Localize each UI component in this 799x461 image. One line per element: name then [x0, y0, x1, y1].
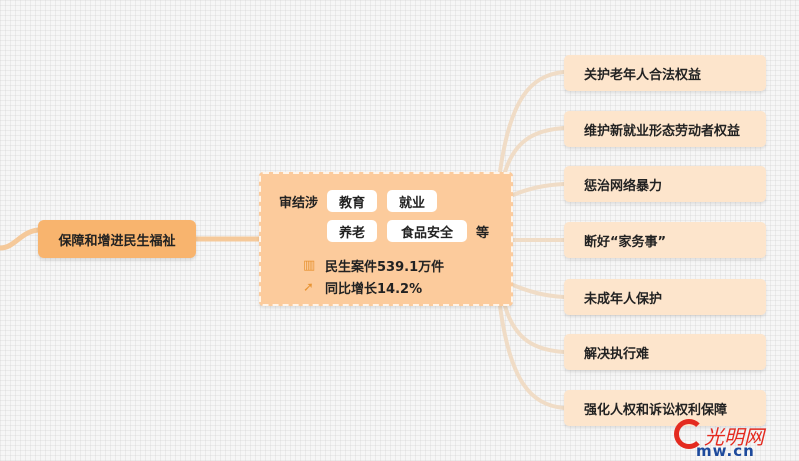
- tag-elderly: 养老: [327, 220, 377, 242]
- center-node[interactable]: 审结涉 教育 就业 养老 食品安全 等 ▥ 民生案件539.1万件 ➚ 同比增长…: [259, 172, 513, 306]
- tag-employment: 就业: [387, 190, 437, 212]
- logo-g-icon: [674, 419, 704, 449]
- books-icon: ▥: [303, 258, 316, 273]
- root-node[interactable]: 保障和增进民生福祉: [38, 220, 196, 258]
- suffix-label: 等: [476, 226, 490, 241]
- prefix-label: 审结涉: [279, 196, 319, 211]
- leaf-elderly-rights[interactable]: 关护老年人合法权益: [564, 55, 766, 91]
- leaf-minor-protection[interactable]: 未成年人保护: [564, 279, 766, 315]
- watermark-logo: 光明网 mw.cn: [672, 415, 792, 461]
- leaf-family-affairs[interactable]: 断好“家务事”: [564, 222, 766, 258]
- leaf-gig-worker-rights[interactable]: 维护新就业形态劳动者权益: [564, 111, 766, 147]
- tag-education: 教育: [327, 190, 377, 212]
- root-label: 保障和增进民生福祉: [58, 233, 176, 249]
- arrow-up-icon: ➚: [303, 280, 314, 295]
- leaf-human-rights[interactable]: 强化人权和诉讼权利保障: [564, 390, 766, 426]
- stat-growth: ➚ 同比增长14.2%: [303, 280, 423, 297]
- tag-food-safety: 食品安全: [387, 220, 467, 242]
- leaf-enforcement[interactable]: 解决执行难: [564, 334, 766, 370]
- leaf-cyber-violence[interactable]: 惩治网络暴力: [564, 166, 766, 202]
- stat-cases: ▥ 民生案件539.1万件: [303, 258, 445, 275]
